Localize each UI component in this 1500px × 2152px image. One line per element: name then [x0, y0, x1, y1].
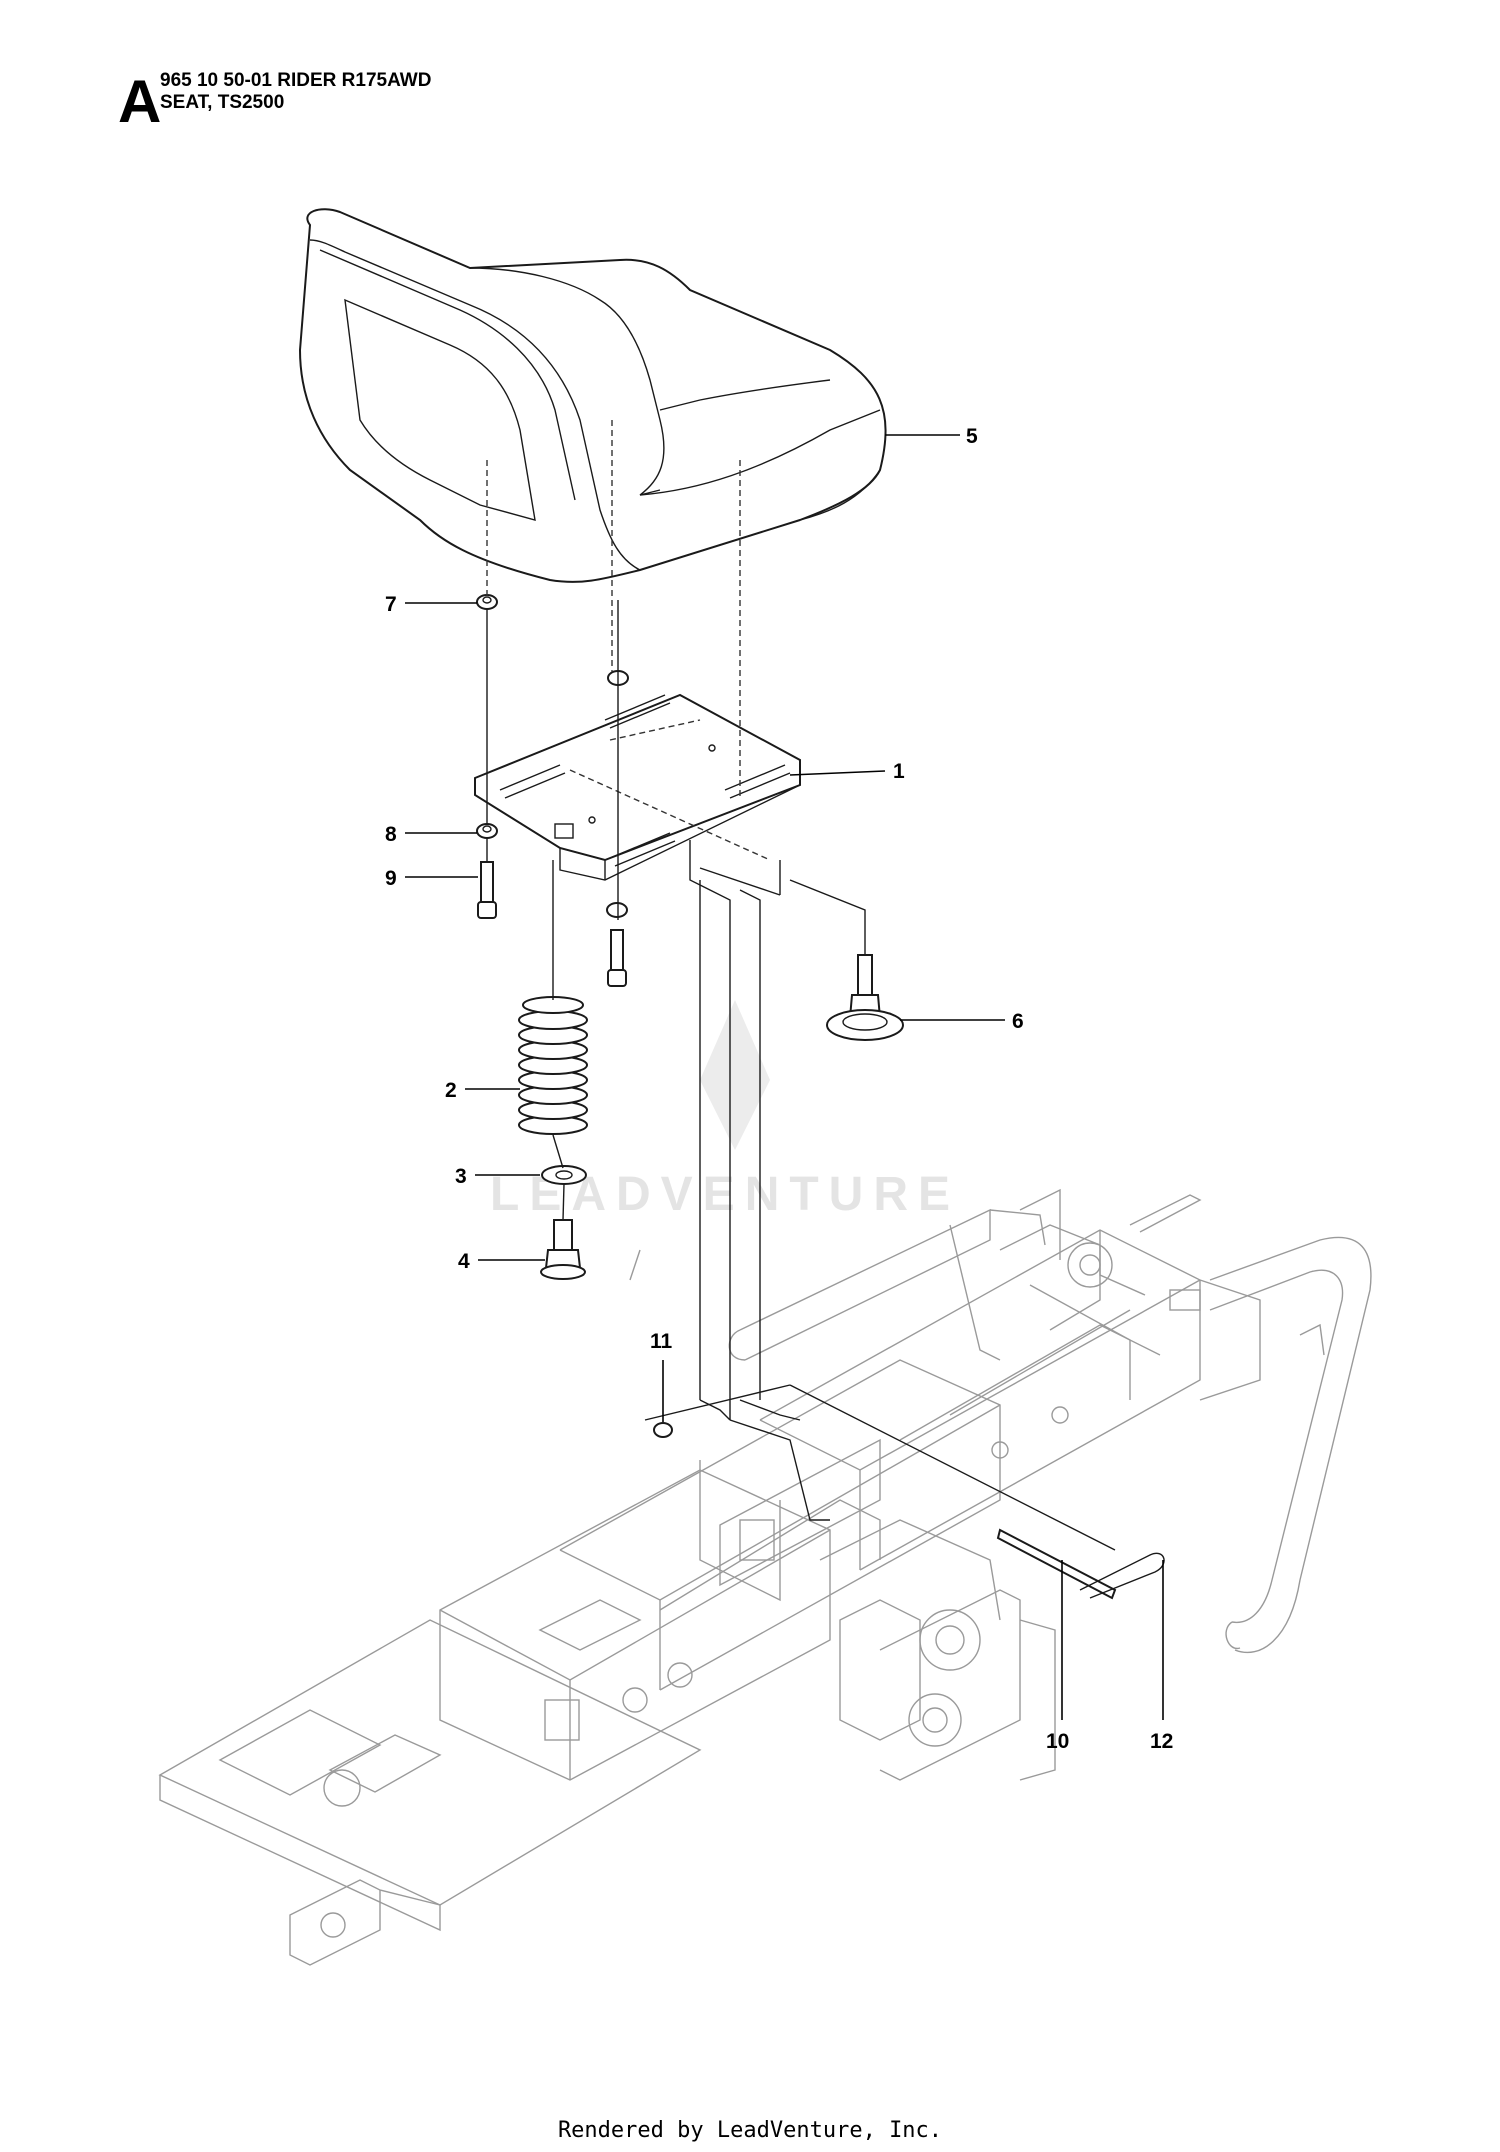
callout-6[interactable]: 6: [1012, 1010, 1024, 1033]
callout-3[interactable]: 3: [455, 1165, 467, 1188]
part-spring: [518, 996, 588, 1135]
part-pin-10: [789, 1384, 1117, 1600]
part-bracket: [699, 880, 830, 1521]
part-bolt-4: [540, 1219, 586, 1280]
watermark: LEADVENTURE: [490, 1000, 950, 1221]
watermark-logo-icon: [700, 1000, 770, 1150]
callout-12[interactable]: 12: [1150, 1730, 1173, 1753]
part-hairpin-12: [1079, 1552, 1165, 1599]
assembly-lines: [486, 420, 866, 1421]
chassis-frame: [158, 1188, 1372, 1966]
part-knob: [826, 954, 904, 1041]
callout-10[interactable]: 10: [1046, 1730, 1069, 1753]
callout-1[interactable]: 1: [893, 760, 905, 783]
footer-credit: Rendered by LeadVenture, Inc.: [557, 2118, 943, 2143]
callout-4[interactable]: 4: [458, 1250, 470, 1273]
callout-8[interactable]: 8: [385, 823, 397, 846]
part-seat: [298, 208, 887, 583]
part-bolt-9: [477, 861, 497, 919]
callout-5[interactable]: 5: [966, 425, 978, 448]
part-clip-11: [653, 1422, 673, 1438]
callout-9[interactable]: 9: [385, 867, 397, 890]
section-title: SEAT, TS2500: [160, 92, 285, 113]
callout-11[interactable]: 11: [650, 1330, 673, 1353]
part-seat-plate: [474, 693, 801, 935]
leader-lines: [405, 434, 1164, 1720]
callout-7[interactable]: 7: [385, 593, 397, 616]
model-title: 965 10 50-01 RIDER R175AWD: [160, 70, 432, 91]
callout-2[interactable]: 2: [445, 1079, 457, 1102]
part-washer-8: [476, 823, 498, 839]
callouts: 1 2 3 4 5 6 7 8 9 10 11 12: [385, 425, 1173, 1753]
section-letter: A: [118, 68, 162, 135]
part-washer-3: [541, 1165, 587, 1185]
part-washer-7: [476, 594, 498, 610]
